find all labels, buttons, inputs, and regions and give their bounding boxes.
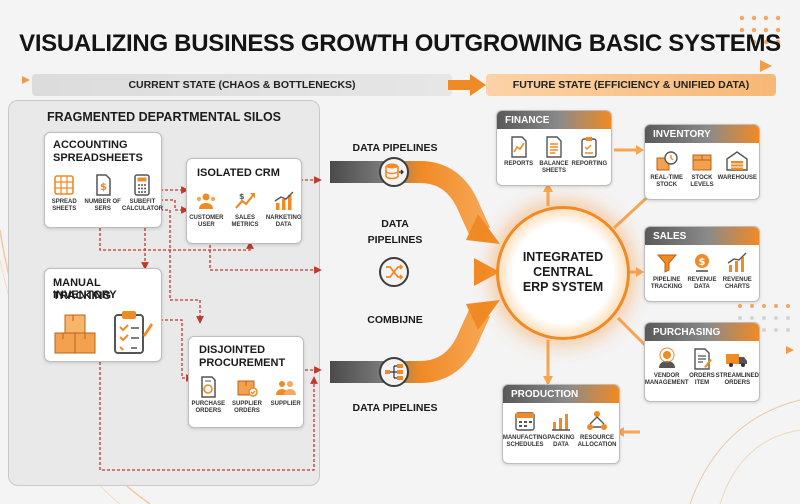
customer-item: CUSTOMER USER [187,189,226,229]
document-dollar-icon: $ [95,174,111,196]
report-chart-icon [510,136,527,158]
accounting-title-1: ACCOUNTING [53,139,128,151]
spreadsheet-icon [54,175,75,195]
resource-network-icon [587,411,607,430]
inventory-header: INVENTORY [645,125,759,143]
finance-balance-item: BALANCE SHEETS [537,135,571,175]
hub-line-3: ERP SYSTEM [522,280,604,294]
order-doc-icon [694,348,712,370]
sales-metrics-item: $ SALES METRICS [226,189,265,229]
purchasing-vendor-item: VENDOR MANAGEMENT [645,347,689,387]
procurement-title-2: PROCUREMENT [199,357,286,369]
stock-clock-icon [656,151,678,171]
sales-header: SALES [645,227,759,245]
pipeline-label-1: DATA PIPELINES [352,142,438,154]
sales-module[interactable]: SALES PIPELINE TRACKING $ REVENUE DATA R… [644,226,760,302]
supplier-orders-item: SUPPLIER ORDERS [228,375,267,415]
finance-reports-item: REPORTS [502,135,536,175]
bar-chart-icon [274,191,294,210]
accounting-title-2: SPREADSHEETS [53,152,143,164]
database-node-icon [385,163,404,180]
marketing-data-item: NARKETING DATA [264,189,303,229]
accounting-card[interactable]: ACCOUNTING SPREADSHEETS SPREAD SHEETS $ … [44,132,163,228]
inventory-levels-item: STOCK LEVELS [685,149,719,189]
purchase-order-icon [201,376,217,398]
finance-reporting-item: REPORTING [571,135,607,175]
production-schedule-item: MANUFACTING SCHEDULES [503,409,547,449]
calendar-icon [515,412,535,431]
crm-title: ISOLATED CRM [197,167,280,179]
reporting-clipboard-icon [581,137,598,158]
svg-text:$: $ [239,192,245,201]
inventory-title-2: TRACKING [53,290,112,302]
purchase-orders-item: PURCHASE ORDERS [189,375,228,415]
purchasing-streamlined-item: STREAMLINED ORDERS [716,347,759,387]
procurement-title-1: DISJOINTED [199,344,266,356]
hub-line-2: CENTRAL [533,265,593,279]
users-icon [197,193,216,209]
pipeline-label-4: DATA PIPELINES [352,402,438,414]
purchasing-module[interactable]: PURCHASING VENDOR MANAGEMENT ORDERS ITEM… [644,322,760,402]
stock-box-icon [692,154,712,171]
packing-chart-icon [552,414,570,431]
purchasing-orders-item: ORDERS ITEM [685,347,719,387]
boxes-icon [54,314,96,354]
production-header: PRODUCTION [503,385,619,403]
future-state-banner: FUTURE STATE (EFFICIENCY & UNIFIED DATA) [486,74,776,96]
funnel-icon [656,254,677,273]
sales-pipeline-item: PIPELINE TRACKING [650,251,684,291]
truck-icon [726,354,748,367]
spreadsheet-item: SPREAD SHEETS [45,173,83,213]
revenue-coin-icon: $ [694,254,709,272]
pipeline-label-2b: PIPELINES [367,234,423,246]
supplier-item: SUPPLIER [266,375,305,415]
sales-revenue-data-item: $ REVENUE DATA [685,251,719,291]
erp-hub[interactable] [496,206,630,340]
network-node-icon [385,364,403,380]
document-item: $ NUMBER OF SERS [83,173,121,213]
vendor-icon [658,347,675,368]
procurement-card[interactable]: DISJOINTED PROCUREMENT PURCHASE ORDERS S… [188,336,304,428]
inventory-realtime-item: REAL-TIME STOCK [650,149,684,189]
page-title: VISUALIZING BUSINESS GROWTH OUTGROWING B… [19,30,781,57]
current-state-banner: CURRENT STATE (CHAOS & BOTTLENECKS) [32,74,452,96]
svg-text:$: $ [699,257,706,268]
pipeline-label-2a: DATA [381,218,409,230]
trend-up-icon: $ [235,192,255,209]
inventory-module[interactable]: INVENTORY REAL-TIME STOCK STOCK LEVELS W… [644,124,760,200]
hub-line-1: INTEGRATED [522,250,604,264]
balance-sheet-icon [546,136,562,158]
finance-header: FINANCE [497,111,611,129]
combine-label: COMBIJNE [367,314,423,326]
calculator-item: SUBEFIT CALCULATOR [122,173,163,213]
erp-hub-label: INTEGRATED CENTRAL ERP SYSTEM [506,250,620,295]
package-check-icon [237,380,258,397]
purchasing-header: PURCHASING [645,323,759,341]
calculator-icon [134,174,151,196]
production-module[interactable]: PRODUCTION MANUFACTING SCHEDULES PACKING… [502,384,620,464]
production-packing-item: PACKING DATA [543,409,579,449]
warehouse-icon [726,151,749,171]
inventory-title-1: MANUAL INVENTORY [53,277,117,301]
growth-chart-icon [727,252,747,272]
state-transition-arrow [448,74,486,96]
clipboard-icon [114,311,153,354]
sales-revenue-charts-item: REVENUE CHARTS [720,251,754,291]
silos-title: FRAGMENTED DEPARTMENTAL SILOS [46,110,282,124]
svg-text:$: $ [100,182,107,193]
group-icon [275,381,296,395]
manual-inventory-card[interactable]: MANUAL INVENTORY TRACKING [44,268,162,362]
shuffle-node-icon [386,264,404,280]
crm-card[interactable]: ISOLATED CRM CUSTOMER USER $ SALES METRI… [186,158,302,244]
finance-module[interactable]: FINANCE REPORTS BALANCE SHEETS REPORTING [496,110,612,186]
inventory-warehouse-item: WAREHOUSE [718,149,757,189]
production-resource-item: RESOURCE ALLOCATION [578,409,616,449]
